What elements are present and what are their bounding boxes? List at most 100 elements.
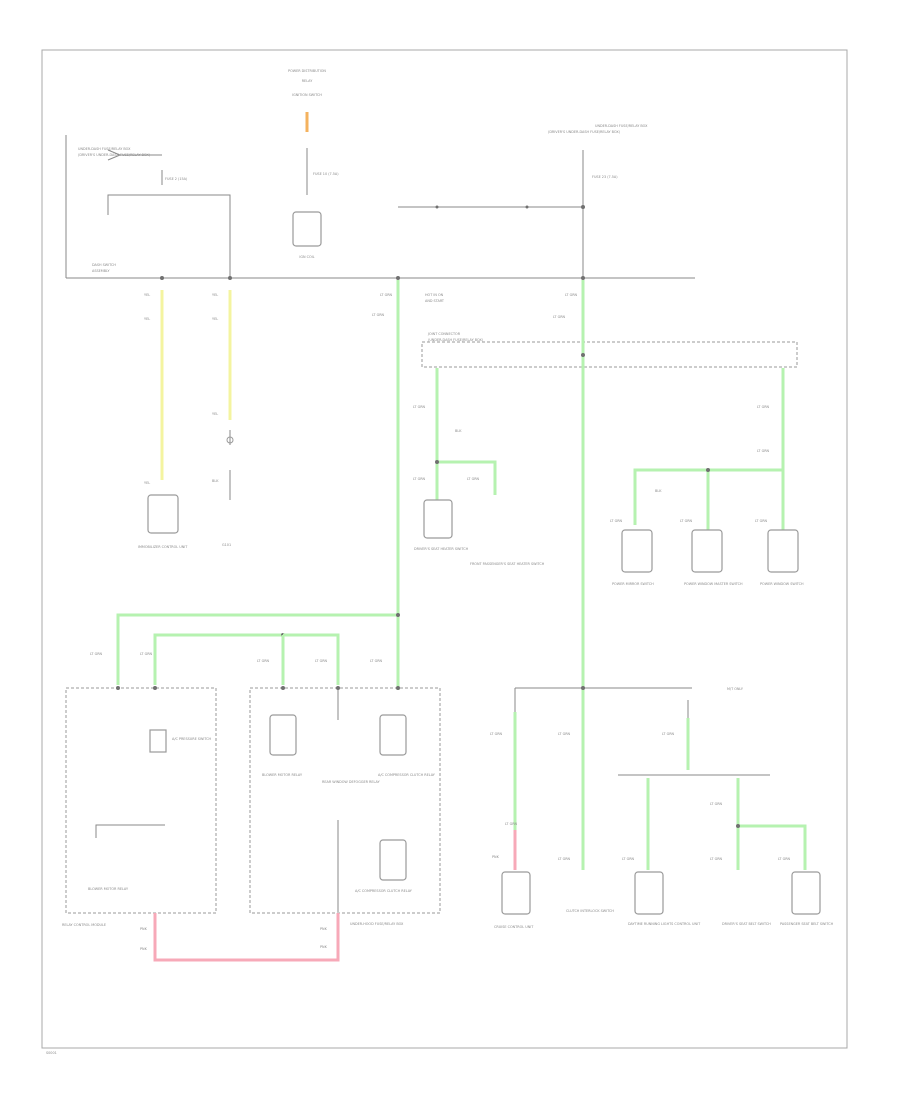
ac-clutch-relay-component [379,839,407,881]
power-mirror-switch-component [621,529,653,573]
component-7-label: POWER WINDOW SWITCH [760,582,804,586]
fuse-top-right: FUSE 23 (7.5A) [592,175,618,179]
wire-pnk-3: PNK [320,927,328,931]
component-11b-label: A/C COMPRESSOR CLUTCH RELAY [355,889,413,893]
under-hood-fuse-box: BLOWER MOTOR RELAY REAR WINDOW DEFOGGER … [249,686,441,926]
left-lower-box-label: RELAY CONTROL MODULE [62,923,106,927]
branch-center-trunk: LT GRN LT GRN LT GRN LT GRN LT GRN LT GR… [90,280,400,690]
branch-cruise-control: LT GRN LT GRN PNK CRUISE CONTROL UNIT [490,712,534,929]
wire-grn-24: LT GRN [778,857,791,861]
wire-ylw-2c: YEL [212,412,218,416]
joint-connector-label: JOINT CONNECTOR [427,332,461,336]
left-lower-box-inner: BLOWER MOTOR RELAY [88,887,129,891]
footer-code: S0001 [46,1051,57,1055]
fuse-top-center: FUSE 10 (7.5A) [313,172,339,176]
fuse-block-label: UNDER-DASH FUSE/RELAY BOX [78,147,131,151]
branch-immobilizer: YEL YEL YEL IMMOBILIZER CONTROL UNIT [138,290,188,549]
ign-coil-component [292,211,322,247]
fuse-top-left: FUSE 2 (15A) [165,177,188,181]
power-relay-label: POWER DISTRIBUTION [288,69,326,73]
driver-seat-heater-component [423,499,453,539]
component-9-label: BLOWER MOTOR RELAY [262,773,303,777]
component-8-label: A/C PRESSURE SWITCH [172,737,212,741]
wire-blk-1: BLK [212,479,219,483]
component-10-label: REAR WINDOW DEFOGGER RELAY [322,780,381,784]
wire-grn-20: LT GRN [662,732,675,736]
wire-pnk-2: PNK [140,947,148,951]
wire-grn-17: LT GRN [505,822,518,826]
wire-grn-7: LT GRN [565,293,578,297]
ignition-switch-label: IGNITION SWITCH [292,93,322,97]
wire-ylw-1: YEL [144,293,150,297]
component-11-label: A/C COMPRESSOR CLUTCH RELAY [378,773,436,777]
wire-grn-18: LT GRN [558,732,571,736]
wire-grn-6: LT GRN [370,659,383,663]
branch-clutch-interlock: LT GRN LT GRN CLUTCH INTERLOCK SWITCH [558,732,614,913]
joint-connector-sub: (UNDER-DASH FUSE/RELAY BOX) [428,338,484,342]
wire-grn-9: LT GRN [413,477,426,481]
wire-grn-23: LT GRN [710,857,723,861]
power-window-master-component [691,529,723,573]
wire-grn-8: LT GRN [413,405,426,409]
power-relay-group: POWER DISTRIBUTION RELAY IGNITION SWITCH… [288,69,339,259]
wire-grn-11: LT GRN [757,405,770,409]
left-box-label: DASH SWITCH [92,263,116,267]
fuse-block-sub: (DRIVER'S UNDER-DASH FUSE/RELAY BOX) [78,153,151,157]
wire-ylw-1c: YEL [144,481,150,485]
branch-seat-belt-switches: LT GRN LT GRN LT GRN DRIVER'S SEAT BELT … [710,778,834,926]
component-1-label: IMMOBILIZER CONTROL UNIT [138,545,188,549]
wire-pnk-5: PNK [492,855,500,859]
wire-grn-15: LT GRN [755,519,768,523]
branch-daytime-lights: LT GRN LT GRN DAYTIME RUNNING LIGHTS CON… [618,718,770,926]
wire-grn-3: LT GRN [140,652,153,656]
wire-ylw-2b: YEL [212,317,218,321]
wire-grn-22: LT GRN [710,802,723,806]
passenger-belt-switch-component [791,871,821,915]
power-relay-sub: RELAY [302,79,314,83]
component-13-label: CLUTCH INTERLOCK SWITCH [566,909,614,913]
wire-grn-12: LT GRN [757,449,770,453]
component-12-label: CRUISE CONTROL UNIT [494,925,534,929]
component-4-label: FRONT PASSENGER'S SEAT HEATER SWITCH [470,562,545,566]
wire-pnk-4: PNK [320,945,328,949]
wire-pnk-1: PNK [140,927,148,931]
wire-grn-1b: LT GRN [372,313,385,317]
component-14-label: DAYTIME RUNNING LIGHTS CONTROL UNIT [628,922,701,926]
wire-grn-21: LT GRN [622,857,635,861]
wire-grn-14: LT GRN [680,519,693,523]
ign-coil-label: IGN COIL [299,255,314,259]
wire-grn-7b: LT GRN [553,315,566,319]
relay-control-module: A/C PRESSURE SWITCH BLOWER MOTOR RELAY R… [62,686,217,927]
top-right-area: UNDER-DASH FUSE/RELAY BOX (DRIVER'S UNDE… [396,124,648,303]
mid-connector-sub: AND START [425,299,445,303]
component-2-label: G101 [222,543,231,547]
branch-g101: YEL YEL YEL BLK G101 [212,290,234,547]
wire-grn-2: LT GRN [90,652,103,656]
wire-grn-13: LT GRN [610,519,623,523]
header-relay-box-sub: (DRIVER'S UNDER-DASH FUSE/RELAY BOX) [548,130,621,134]
wire-ylw-1b: YEL [144,317,150,321]
joint-connector-group: JOINT CONNECTOR (UNDER-DASH FUSE/RELAY B… [421,280,798,870]
wire-blk-3: BLK [655,489,662,493]
wire-grn-19: LT GRN [558,857,571,861]
immobilizer-component [147,494,179,534]
branch-power-windows: LT GRN LT GRN BLK LT GRN LT GRN LT GRN P… [610,368,804,586]
power-window-switch-component [767,529,799,573]
component-5-label: POWER MIRROR SWITCH [612,582,654,586]
ac-pressure-switch-component [149,729,167,753]
defogger-relay-component [379,714,407,756]
cruise-control-component [501,871,531,915]
component-3-label: DRIVER'S SEAT HEATER SWITCH [414,547,469,551]
left-box-sub: ASSEMBLY [92,269,110,273]
header-relay-box: UNDER-DASH FUSE/RELAY BOX [595,124,648,128]
component-15-label: DRIVER'S SEAT BELT SWITCH [722,922,771,926]
pink-wire-group: PNK PNK PNK PNK [140,913,340,962]
mid-connector-label: HOT IN ON [425,293,444,297]
wire-grn-16: LT GRN [490,732,503,736]
right-lower-group-label: M/T ONLY [727,687,744,691]
wire-blk-2: BLK [455,429,462,433]
wire-grn-5: LT GRN [315,659,328,663]
wire-grn-1: LT GRN [380,293,393,297]
wire-grn-10: LT GRN [467,477,480,481]
